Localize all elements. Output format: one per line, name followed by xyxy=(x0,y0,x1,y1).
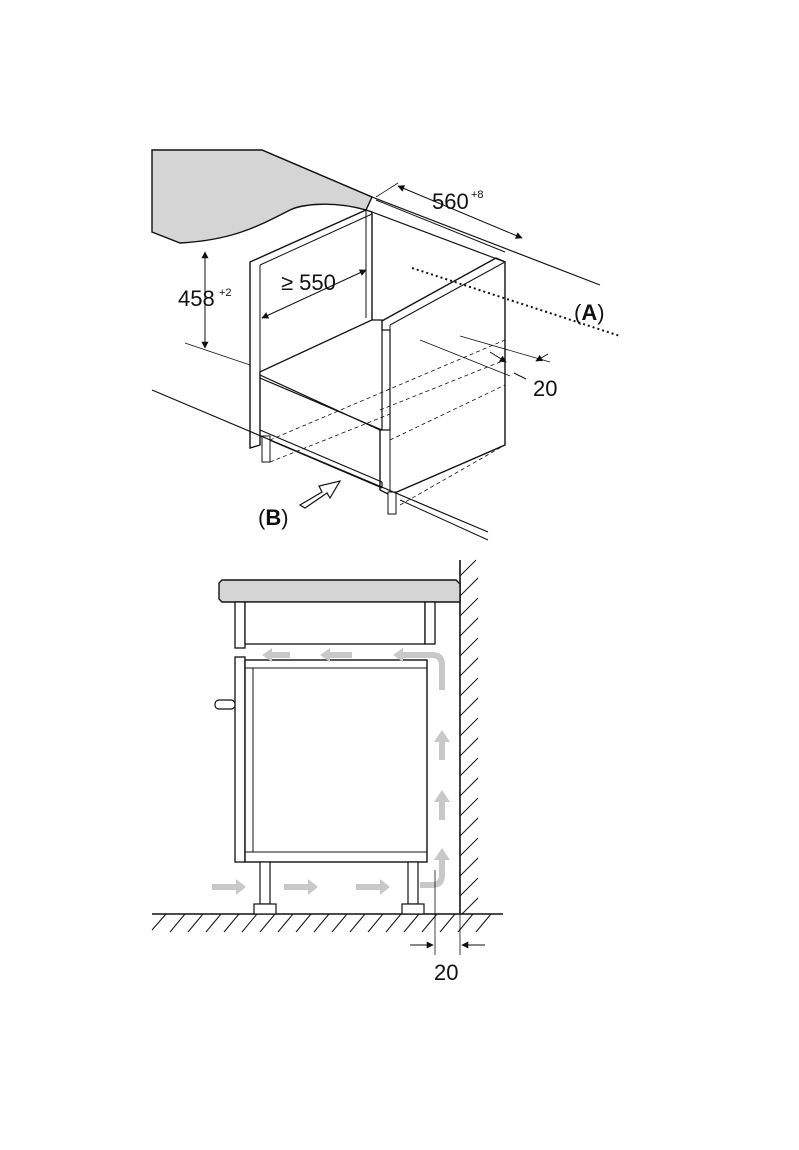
wall-hatching xyxy=(459,559,479,915)
width-dimension-value: 560 xyxy=(432,189,469,214)
height-dimension-tolerance: +2 xyxy=(219,287,232,299)
side-section-view: 20 xyxy=(151,559,503,985)
worktop xyxy=(218,579,461,603)
width-dimension-tolerance: +8 xyxy=(471,189,484,201)
drawer-front xyxy=(234,601,246,649)
height-dimension-value: 458 xyxy=(178,286,215,311)
airflow-path xyxy=(212,648,450,895)
cabinet-shelf xyxy=(259,319,391,431)
gap-dimension-top-value: 20 xyxy=(533,376,557,401)
cabinet-leg-rear xyxy=(407,861,419,905)
reference-line-a xyxy=(411,267,621,337)
appliance-body xyxy=(244,659,428,863)
cabinet-right-panel xyxy=(379,257,506,496)
drawer-box xyxy=(244,601,426,645)
depth-dimension-value: ≥ 550 xyxy=(281,270,336,295)
gap-dimension-bottom-value: 20 xyxy=(434,960,458,985)
door-handle xyxy=(214,699,236,710)
isometric-cabinet-view: 560 +8 458 +2 ≥ 550 20 (A) (B) xyxy=(151,149,621,541)
airflow-inlet-arrow xyxy=(298,480,342,509)
cabinet-leg-front xyxy=(259,861,271,905)
callout-a: (A) xyxy=(574,300,605,325)
appliance-front-panel xyxy=(234,656,246,863)
countertop xyxy=(151,149,373,244)
callout-b: (B) xyxy=(258,505,289,530)
floor-hatching xyxy=(151,913,492,933)
